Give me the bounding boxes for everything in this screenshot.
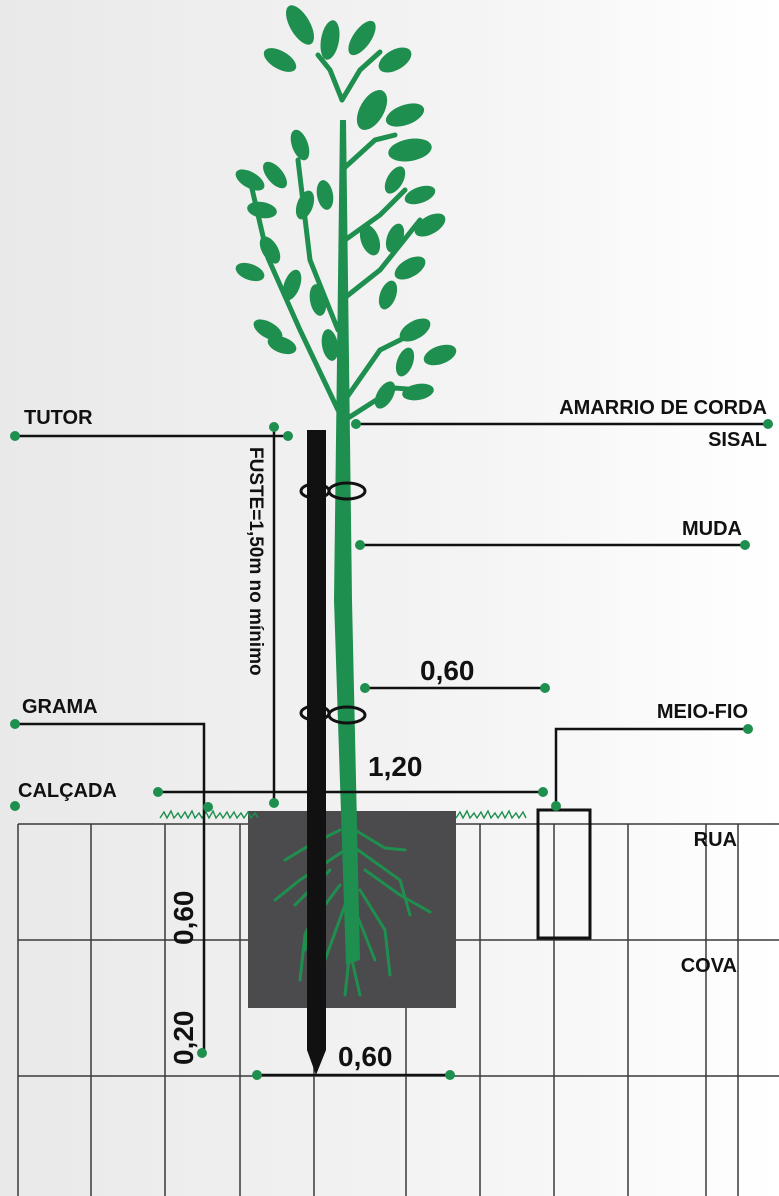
label-amarrio: AMARRIO DE CORDA	[559, 397, 767, 419]
label-sisal: SISAL	[708, 429, 767, 451]
callout-dots	[10, 419, 773, 1080]
label-rua: RUA	[694, 829, 737, 851]
label-tutor: TUTOR	[24, 407, 93, 429]
label-cova: COVA	[681, 955, 737, 977]
dim-sidewalk-width: 1,20	[368, 751, 423, 782]
label-meio-fio: MEIO-FIO	[657, 701, 748, 723]
label-grama: GRAMA	[22, 696, 98, 718]
curb-icon	[536, 808, 592, 940]
ground-grid	[17, 823, 779, 1196]
dim-pit-width: 0,60	[338, 1041, 393, 1072]
dim-pit-depth: 0,60	[168, 891, 199, 946]
leader-lines	[15, 422, 768, 1077]
roots	[273, 828, 432, 997]
dim-top-width: 0,60	[420, 655, 475, 686]
label-muda: MUDA	[682, 518, 742, 540]
seedling-stem	[334, 120, 360, 965]
label-fuste: FUSTE=1,50m no mínimo	[245, 447, 266, 676]
label-calcada: CALÇADA	[18, 780, 117, 802]
dim-stake-below-pit: 0,20	[168, 1011, 199, 1066]
seedling-icon	[235, 5, 457, 409]
grass-icon	[159, 809, 527, 820]
rope-tie-icon	[299, 481, 367, 725]
stake-icon	[307, 430, 326, 1075]
